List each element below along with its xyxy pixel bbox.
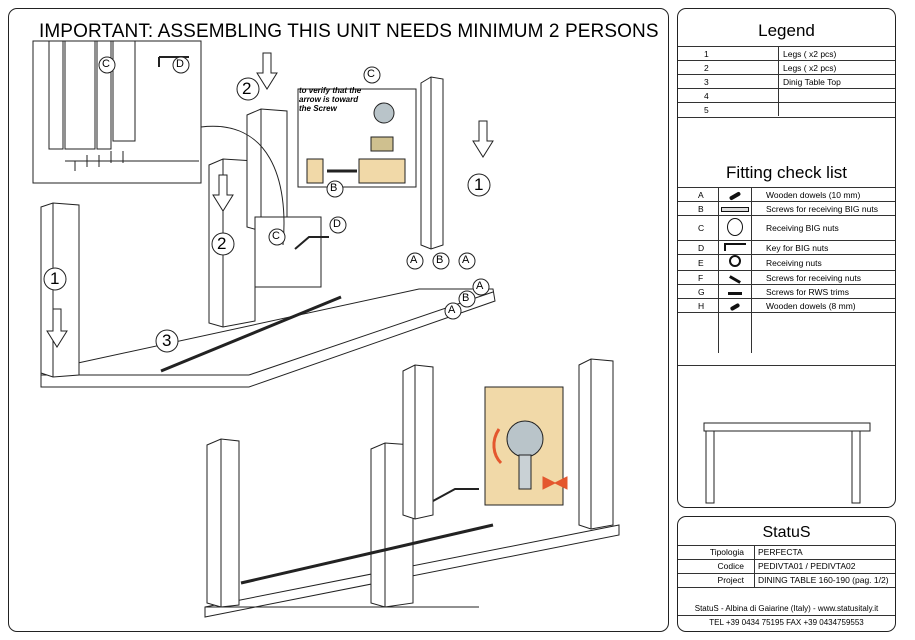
title-row: Tipologia PERFECTA (678, 545, 895, 559)
callout-label-a1: A (410, 254, 418, 266)
title-block: StatuS Tipologia PERFECTA Codice PEDIVTA01… (677, 516, 896, 632)
page-title: IMPORTANT: ASSEMBLING THIS UNIT NEEDS MI… (39, 21, 659, 42)
fitting-letter: H (678, 298, 719, 313)
company-contacts: TEL +39 0434 75195 FAX +39 0434759553 (709, 618, 864, 627)
fitting-letter: D (678, 240, 719, 255)
fitting-row: A Wooden dowels (10 mm) (678, 187, 895, 202)
fitting-desc: Screws for receiving BIG nuts (751, 201, 895, 216)
callout-label-a2: A (462, 254, 470, 266)
fitting-letter: F (678, 270, 719, 285)
title-row-key: Codice (717, 561, 744, 571)
legend-num: 3 (678, 74, 779, 89)
fitting-row: F Screws for receiving nuts (678, 270, 895, 285)
legend-desc: Legs ( x2 pcs) (778, 46, 895, 61)
title-row-value: DINING TABLE 160-190 (pag. 1/2) (758, 575, 889, 585)
fitting-row: E Receiving nuts (678, 254, 895, 271)
callout-label-1b: 1 (50, 269, 60, 288)
fitting-desc: Screws for receiving nuts (751, 270, 895, 285)
fitting-row: B Screws for receiving BIG nuts (678, 201, 895, 216)
fitting-desc: Key for BIG nuts (751, 240, 895, 255)
callout-label-c1: C (102, 58, 110, 70)
big-nut-icon (727, 217, 743, 236)
fitting-table: A Wooden dowels (10 mm) B Screws for recei… (678, 187, 895, 353)
assembly-drawing-panel: IMPORTANT: ASSEMBLING THIS UNIT NEEDS MI… (8, 8, 669, 632)
legend-num: 2 (678, 60, 779, 75)
legend-desc (778, 88, 895, 103)
callout-label-d1: D (176, 58, 184, 70)
receiving-nut-icon (729, 255, 741, 267)
verify-note-line-1: to verify that the (299, 86, 362, 95)
title-row-key: Project (717, 575, 744, 585)
fitting-row: C Receiving BIG nuts (678, 215, 895, 241)
callout-label-1a: 1 (474, 175, 484, 194)
callout-label-a4: A (448, 304, 456, 316)
fitting-letter: E (678, 254, 719, 271)
fitting-letter: B (678, 201, 719, 216)
callout-label-2b: 2 (217, 234, 227, 253)
legend-desc: Dinig Table Top (778, 74, 895, 89)
callout-label-c3: C (272, 230, 280, 242)
fitting-row: G Screws for RWS trims (678, 284, 895, 299)
company-address: StatuS - Albina di Gaiarine (Italy) - ww… (694, 604, 879, 613)
verify-note-line-3: the Screw (299, 104, 337, 113)
title-row: Codice PEDIVTA01 / PEDIVTA02 (678, 559, 895, 573)
legend-heading: Legend (758, 21, 815, 40)
callout-label-2a: 2 (242, 79, 252, 98)
fitting-row: D Key for BIG nuts (678, 240, 895, 255)
title-row-value: PEDIVTA01 / PEDIVTA02 (758, 561, 856, 571)
title-row: Project DINING TABLE 160-190 (pag. 1/2) (678, 573, 895, 587)
callout-label-b3: B (462, 292, 470, 304)
callout-label-b1: B (330, 182, 338, 194)
fitting-desc: Receiving BIG nuts (751, 215, 895, 241)
legend-desc: Legs ( x2 pcs) (778, 60, 895, 75)
fitting-desc: Screws for RWS trims (751, 284, 895, 299)
callout-label-d2: D (333, 218, 341, 230)
fitting-desc: Wooden dowels (8 mm) (751, 298, 895, 313)
fitting-desc: Wooden dowels (10 mm) (751, 187, 895, 202)
brand-name: StatuS (762, 524, 811, 541)
fitting-letter: A (678, 187, 719, 202)
fitting-desc: Receiving nuts (751, 254, 895, 271)
table-front-view (703, 422, 871, 504)
callout-label-3: 3 (162, 331, 172, 350)
fitting-letter: G (678, 284, 719, 299)
title-row-value: PERFECTA (758, 547, 803, 557)
title-row-key: Tipologia (709, 547, 744, 557)
allen-key-icon (724, 242, 746, 251)
wooden-dowel-icon (728, 190, 742, 201)
legend-num: 4 (678, 88, 779, 103)
legend-num: 5 (678, 102, 779, 116)
legend-desc (778, 102, 895, 116)
small-screw-icon (729, 274, 741, 284)
fitting-row (678, 312, 895, 353)
verify-note-line-2: arrow is toward (299, 95, 359, 104)
legend-row: 5 (678, 102, 895, 116)
verify-note: to verify that the arrow is toward the S… (299, 86, 361, 113)
fitting-row: H Wooden dowels (8 mm) (678, 298, 895, 313)
wooden-dowel-icon (729, 302, 741, 311)
fitting-heading: Fitting check list (726, 163, 847, 182)
fitting-letter: C (678, 215, 719, 241)
screw-icon (721, 206, 749, 212)
assembly-illustration (32, 40, 620, 618)
legend-row: 4 (678, 88, 895, 103)
callout-label-b2: B (436, 254, 444, 266)
legend-num: 1 (678, 46, 779, 61)
callout-label-a3: A (476, 280, 484, 292)
callout-label-c2: C (367, 68, 375, 80)
rws-screw-icon (728, 291, 742, 295)
